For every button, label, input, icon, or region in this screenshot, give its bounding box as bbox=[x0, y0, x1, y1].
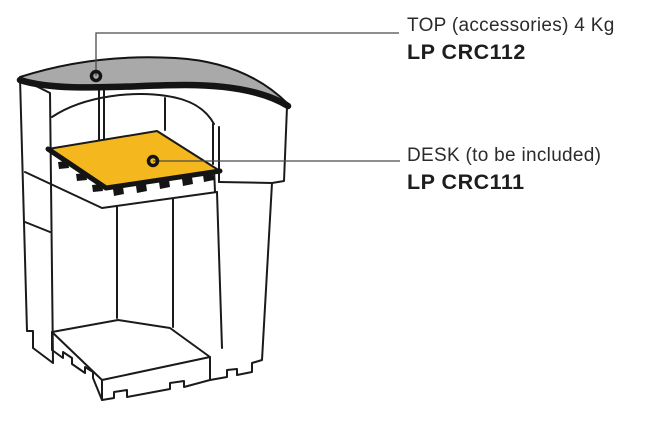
recess-arch-edge bbox=[51, 93, 215, 125]
callout-desk-code: LP CRC111 bbox=[407, 170, 525, 194]
desk-part bbox=[45, 130, 223, 191]
floor-shelf-band bbox=[51, 331, 211, 401]
top-front-edge-band bbox=[16, 76, 292, 110]
desk-surface bbox=[47, 130, 221, 189]
callout-desk: DESK (to be included) LP CRC111 bbox=[407, 145, 601, 194]
leader-line-top bbox=[95, 32, 399, 76]
leader-lines bbox=[95, 32, 400, 162]
desk-front-edge-band bbox=[45, 146, 223, 191]
left-panel-lower-edge bbox=[24, 221, 51, 233]
counter-body-outline bbox=[19, 77, 288, 401]
inner-right-wall-edge bbox=[216, 191, 223, 349]
top-surface bbox=[19, 56, 289, 108]
callout-dot-top bbox=[89, 69, 103, 83]
callout-top-label: TOP (accessories) 4 Kg bbox=[407, 15, 615, 36]
hood-bottom-right-edge bbox=[218, 181, 273, 184]
top-part bbox=[16, 56, 292, 110]
floor-shelf-top bbox=[51, 319, 211, 381]
right-column-outline bbox=[209, 106, 288, 381]
callout-top: TOP (accessories) 4 Kg LP CRC112 bbox=[407, 15, 615, 64]
callout-top-code: LP CRC112 bbox=[407, 40, 526, 64]
callout-dot-desk bbox=[146, 154, 160, 168]
callout-desk-label: DESK (to be included) bbox=[407, 145, 602, 166]
left-end-panel bbox=[19, 77, 54, 364]
